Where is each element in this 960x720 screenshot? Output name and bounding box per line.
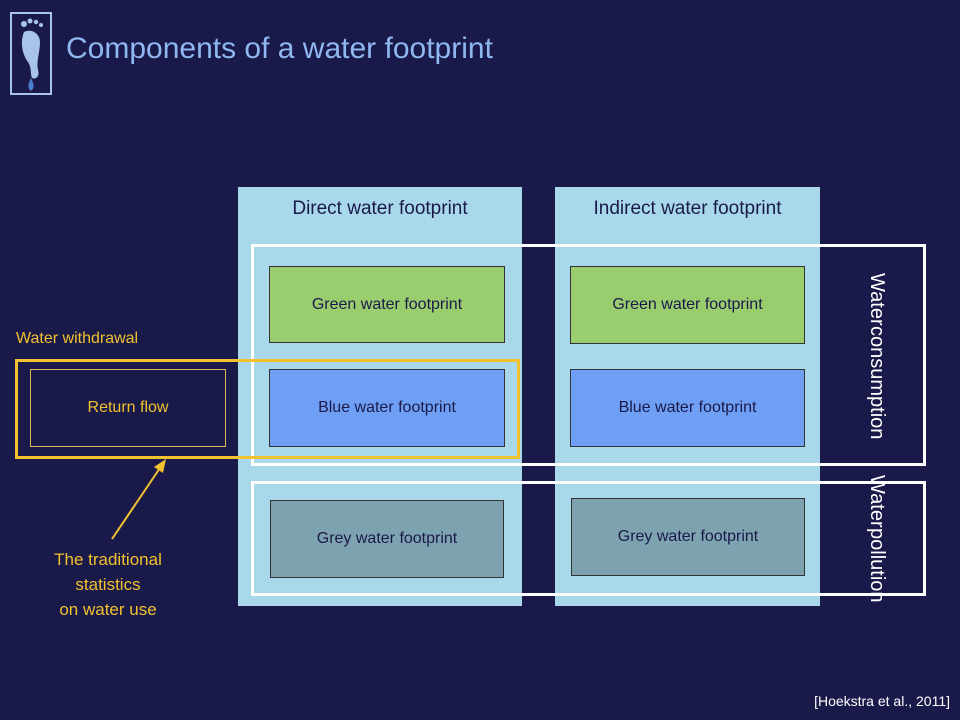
traditional-statistics-line3: on water use (59, 600, 157, 619)
traditional-statistics-line1: The traditional (54, 550, 162, 569)
page-title: Components of a water footprint (66, 32, 493, 65)
water-consumption-label: Water consumption (846, 258, 908, 454)
water-pollution-frame (251, 481, 926, 596)
water-pollution-label-line2: pollution (866, 527, 888, 603)
indirect-blue-box: Blue water footprint (570, 369, 805, 447)
direct-grey-box: Grey water footprint (270, 500, 504, 578)
traditional-statistics-arrow-icon (111, 459, 166, 540)
indirect-column-header: Indirect water footprint (593, 198, 782, 219)
water-pollution-label: Water pollution (846, 475, 908, 602)
footprint-droplet-logo-icon (10, 12, 52, 95)
water-consumption-frame (251, 244, 926, 466)
water-withdrawal-label: Water withdrawal (16, 330, 139, 347)
traditional-statistics-label: The traditional statistics on water use (28, 547, 188, 622)
direct-blue-box: Blue water footprint (269, 369, 505, 447)
indirect-green-box: Green water footprint (570, 266, 805, 344)
direct-green-box: Green water footprint (269, 266, 505, 343)
indirect-grey-box: Grey water footprint (571, 498, 805, 576)
citation: [Hoekstra et al., 2011] (814, 693, 950, 709)
water-pollution-label-line1: Water (866, 474, 888, 528)
return-flow-box: Return flow (30, 369, 226, 447)
traditional-statistics-line2: statistics (75, 575, 141, 594)
water-consumption-label-line1: Water (866, 272, 888, 326)
water-withdrawal-frame (15, 359, 520, 459)
direct-column-header: Direct water footprint (292, 198, 468, 219)
water-consumption-label-line2: consumption (866, 325, 888, 439)
